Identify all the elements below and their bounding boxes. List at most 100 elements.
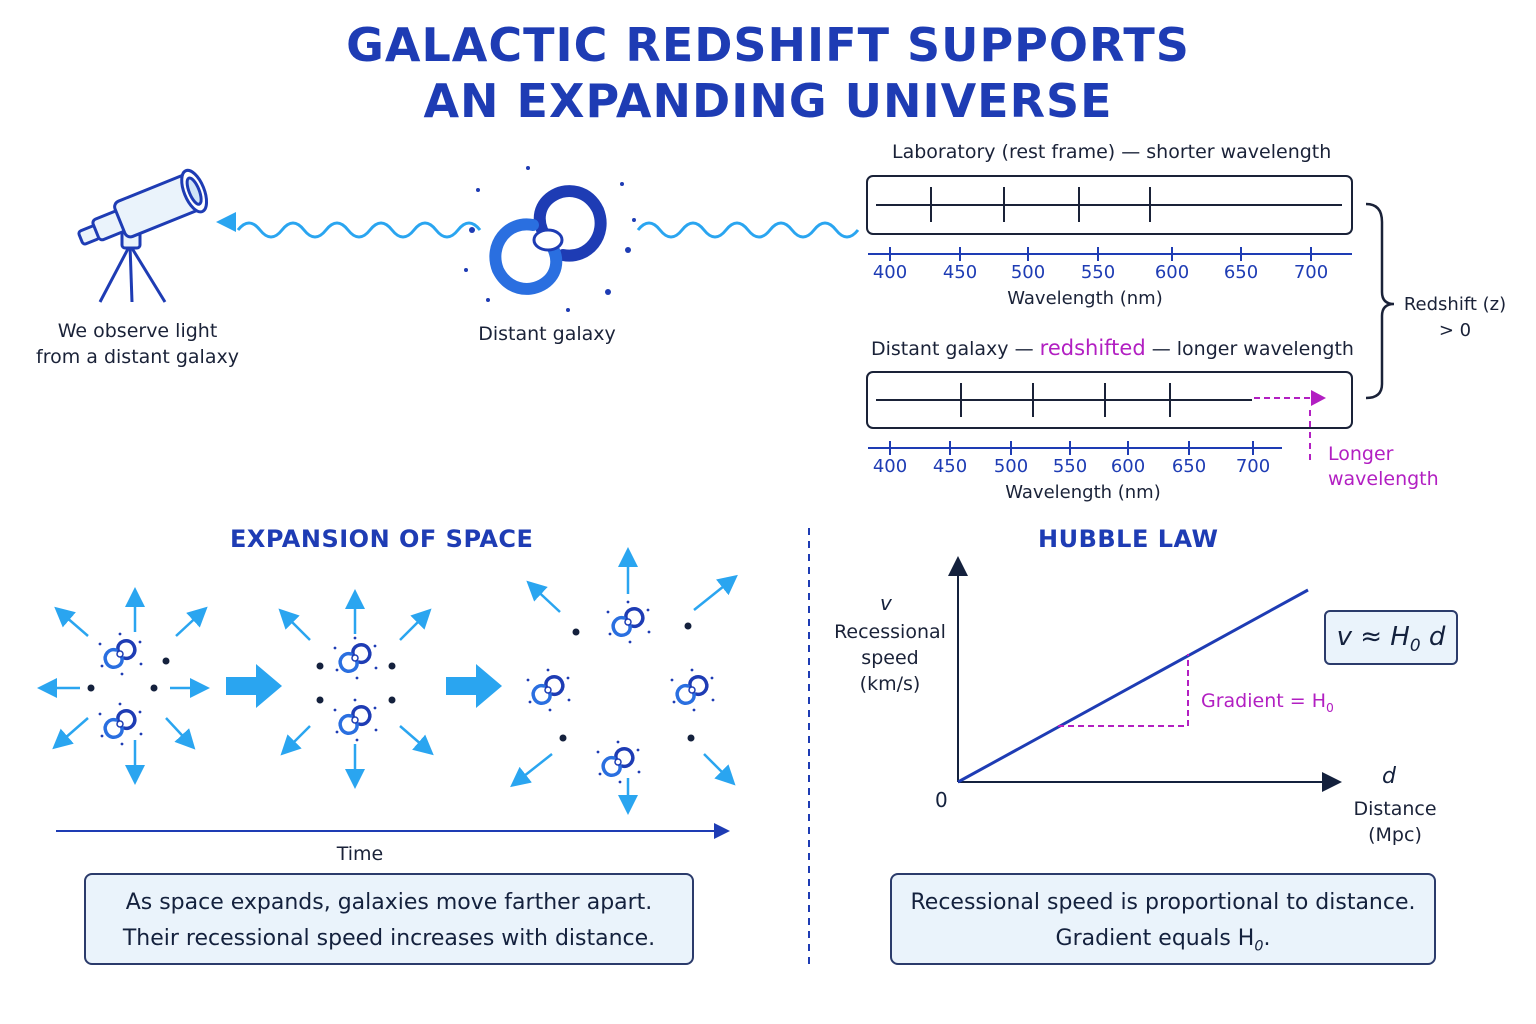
expansion-heading: EXPANSION OF SPACE: [230, 525, 534, 553]
mini-galaxy-icon-6: [526, 668, 571, 712]
longer-wavelength-line1: Longer: [1328, 443, 1394, 465]
section-divider: [808, 528, 810, 968]
light-arrowhead: [216, 212, 236, 232]
expansion-arrow-14: [399, 725, 434, 756]
observer-caption-line1: We observe light: [57, 320, 218, 342]
redshift-label: Redshift (z) > 0: [1396, 292, 1514, 344]
mini-galaxy-icon-5: [606, 600, 651, 644]
galaxy-dot-4: [316, 662, 324, 670]
expansion-summary-line2: Their recessional speed increases with d…: [122, 926, 656, 951]
lab-tick-label-700: 700: [1293, 262, 1329, 283]
mini-galaxy-icon-2: [98, 702, 143, 746]
origin-label: 0: [935, 788, 948, 812]
y-axis-line3: (km/s): [859, 673, 921, 695]
galaxy-dot-8: [572, 628, 580, 636]
hubble-summary-box: Recessional speed is proportional to dis…: [890, 873, 1436, 965]
longer-wavelength-label: Longer wavelength: [1328, 442, 1439, 492]
stage-arrow-1: [226, 664, 282, 708]
expansion-arrow-7: [52, 717, 89, 750]
page-title-line1: GALACTIC REDSHIFT SUPPORTS: [346, 18, 1190, 72]
galaxy-dot-1: [87, 684, 95, 692]
spiral-galaxy-icon: [464, 166, 636, 312]
hubble-fit-line: [957, 588, 1309, 784]
redshift-label-line1: Redshift (z): [1403, 294, 1507, 315]
galaxy-dot-3: [162, 657, 170, 665]
formula-sub: 0: [1409, 635, 1421, 656]
galaxy-dot-6: [316, 696, 324, 704]
time-label: Time: [336, 843, 384, 865]
galaxy-spectrum-label: Distant galaxy — redshifted — longer wav…: [871, 336, 1354, 360]
mini-galaxy-icon-4: [333, 698, 378, 742]
galaxy-dot-11: [687, 734, 695, 742]
x-axis-symbol: d: [1382, 764, 1396, 789]
lab-tick-label-400: 400: [872, 262, 908, 283]
expansion-arrow-17: [526, 580, 561, 613]
formula-main: v ≈ H: [1336, 622, 1410, 652]
x-axis-label: Distance (Mpc): [1340, 796, 1450, 848]
expansion-arrow-20: [703, 753, 736, 786]
galaxy-tick-label-500: 500: [993, 456, 1029, 477]
expansion-diagram: [37, 547, 738, 839]
light-wave-left: [236, 221, 482, 239]
expansion-arrow-12: [399, 608, 432, 641]
hubble-summary-line2: Gradient equals H0.: [892, 921, 1434, 964]
expansion-arrow-6: [175, 606, 208, 637]
galaxy-label-prefix: Distant galaxy —: [871, 338, 1034, 360]
hubble-plot: [948, 556, 1342, 792]
expansion-arrow-11: [278, 608, 311, 641]
lab-tick-label-500: 500: [1010, 262, 1046, 283]
expansion-arrow-5: [54, 606, 89, 637]
expansion-arrow-19: [510, 753, 553, 788]
hubble-formula: v ≈ H0 d: [1324, 610, 1458, 665]
formula-tail: d: [1428, 622, 1446, 652]
galaxy-tick-label-700: 700: [1235, 456, 1271, 477]
expansion-arrow-8: [165, 717, 196, 750]
observer-caption-line2: from a distant galaxy: [36, 346, 239, 368]
y-axis-label: Recessional speed (km/s): [830, 619, 950, 697]
expansion-arrow-18: [693, 574, 738, 611]
gradient-label-sub: 0: [1325, 700, 1334, 715]
redshifted-word: redshifted: [1039, 336, 1146, 360]
mini-galaxy-icon-8: [596, 740, 641, 784]
expansion-summary-box: As space expands, galaxies move farther …: [84, 873, 694, 965]
mini-galaxy-icon-3: [333, 636, 378, 680]
gradient-label: Gradient = H0: [1201, 690, 1334, 715]
longer-wavelength-line2: wavelength: [1328, 468, 1439, 490]
galaxy-tick-label-400: 400: [872, 456, 908, 477]
galaxy-dot-10: [559, 734, 567, 742]
y-axis-line1: Recessional: [834, 621, 946, 643]
galaxy-dot-5: [388, 662, 396, 670]
galaxy-dot-7: [388, 696, 396, 704]
x-axis-line2: (Mpc): [1368, 824, 1422, 846]
galaxy-tick-label-550: 550: [1052, 456, 1088, 477]
lab-axis-title: Wavelength (nm): [1007, 288, 1163, 309]
lab-tick-label-450: 450: [942, 262, 978, 283]
expansion-summary-line1: As space expands, galaxies move farther …: [125, 890, 653, 915]
hubble-heading: HUBBLE LAW: [1038, 525, 1219, 553]
mini-galaxy-icon-7: [670, 668, 715, 712]
galaxy-absorption-lines: [960, 383, 1171, 417]
mini-galaxy-icon-1: [98, 632, 143, 676]
lab-tick-label-600: 600: [1154, 262, 1190, 283]
lab-absorption-lines: [930, 187, 1151, 222]
hubble-summary-line1: Recessional speed is proportional to dis…: [910, 890, 1416, 915]
galaxy-tick-label-450: 450: [932, 456, 968, 477]
light-wave-right: [636, 221, 860, 239]
y-axis-symbol: v: [880, 591, 892, 615]
expansion-arrow-13: [280, 725, 311, 756]
galaxy-caption: Distant galaxy: [478, 323, 616, 345]
lab-spectrum-label: Laboratory (rest frame) — shorter wavele…: [892, 141, 1332, 163]
redshift-label-line2: > 0: [1438, 320, 1472, 341]
galaxy-tick-label-600: 600: [1110, 456, 1146, 477]
hubble-summary-line2-sub: 0: [1254, 938, 1264, 955]
lab-tick-label-650: 650: [1223, 262, 1259, 283]
telescope-icon: [77, 168, 209, 303]
lab-tick-label-550: 550: [1080, 262, 1116, 283]
galaxy-dot-9: [684, 622, 692, 630]
page-title-line2: AN EXPANDING UNIVERSE: [423, 74, 1113, 128]
observer-caption: We observe light from a distant galaxy: [30, 318, 245, 370]
gradient-label-text: Gradient = H: [1201, 690, 1326, 712]
galaxy-dot-2: [150, 684, 158, 692]
y-axis-line2: speed: [861, 647, 919, 669]
